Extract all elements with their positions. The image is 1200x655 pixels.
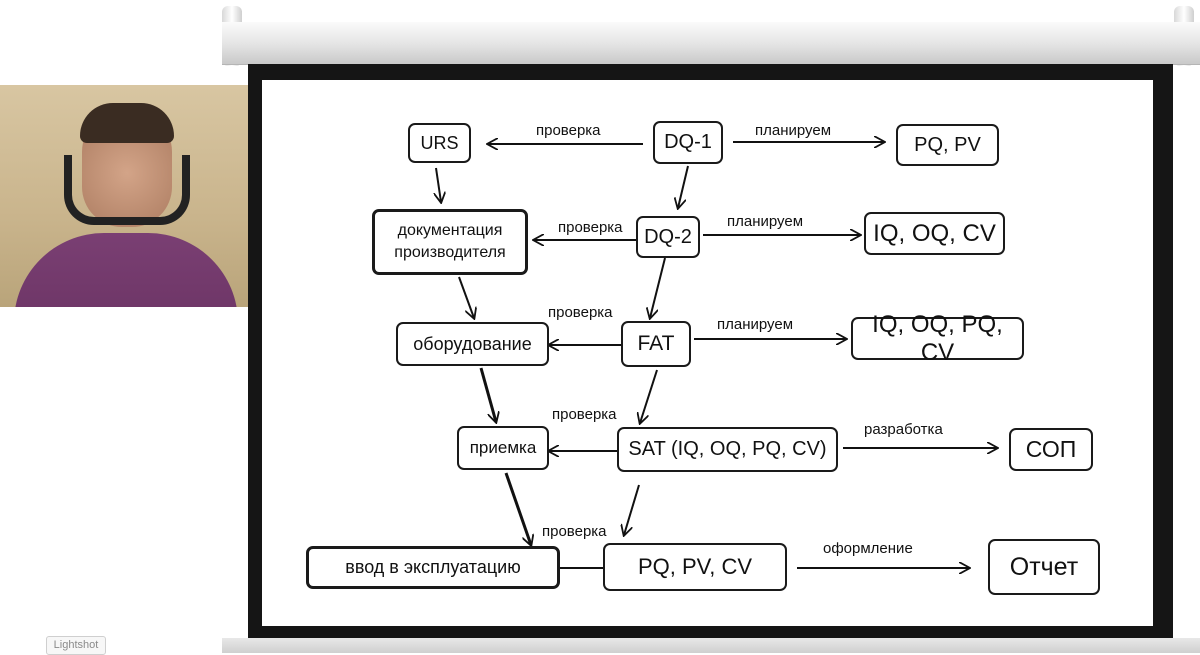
node-fat-label: FAT — [637, 332, 675, 355]
edge-label-dq2-to-docs: проверка — [558, 219, 623, 236]
node-pq-pv-cv-label: PQ, PV, CV — [637, 554, 753, 579]
node-manufacturer-docs: документация производителя — [372, 209, 528, 275]
edge-label-dq1-to-urs: проверка — [536, 122, 601, 139]
node-sat-label: SAT (IQ, OQ, PQ, CV) — [628, 438, 827, 460]
arrow-dq2-to-fat — [650, 257, 666, 318]
edge-label-sat-to-acceptance: проверка — [552, 406, 617, 423]
arrow-fat-to-sat — [640, 369, 658, 423]
edge-label-pqpvcv-to-report: оформление — [823, 540, 913, 557]
edge-label-pqpvcv-to-commissioning: проверка — [542, 523, 607, 540]
webcam-video — [0, 85, 248, 307]
node-dq1: DQ-1 — [653, 121, 723, 164]
projector-screen-roller — [222, 22, 1200, 65]
node-sop-label: СОП — [1025, 436, 1077, 462]
node-acceptance: приемка — [457, 426, 549, 470]
node-fat: FAT — [621, 321, 691, 367]
presenter-hair — [80, 103, 174, 143]
node-iq-oq-pq-cv-label: IQ, OQ, PQ, CV — [872, 310, 1003, 366]
arrow-equipment-to-acceptance — [479, 367, 496, 422]
node-urs-label: URS — [420, 132, 459, 153]
node-equipment: оборудование — [396, 322, 549, 366]
node-report: Отчет — [988, 539, 1100, 595]
projector-screen-bottom-bar — [222, 638, 1200, 653]
node-iq-oq-cv: IQ, OQ, CV — [864, 212, 1005, 255]
node-commissioning: ввод в эксплуатацию — [306, 546, 560, 589]
node-urs: URS — [408, 123, 471, 163]
edge-label-dq2-to-iqoqcv: планируем — [727, 213, 804, 230]
node-report-label: Отчет — [1009, 552, 1079, 581]
node-iq-oq-cv-label: IQ, OQ, CV — [873, 219, 996, 247]
arrow-docs-to-equipment — [458, 276, 474, 318]
edge-label-fat-to-iqoqpqcv: планируем — [717, 316, 794, 333]
node-dq2-label: DQ-2 — [644, 225, 692, 248]
node-equipment-label: оборудование — [413, 333, 532, 354]
node-pq-pv-cv: PQ, PV, CV — [603, 543, 787, 591]
node-commissioning-label: ввод в эксплуатацию — [345, 557, 521, 577]
arrow-dq1-to-dq2 — [678, 165, 689, 208]
node-pq-pv: PQ, PV — [896, 124, 999, 166]
edge-label-dq1-to-pqpv: планируем — [755, 122, 832, 139]
node-manufacturer-docs-label: документация производителя — [394, 221, 506, 261]
arrow-acceptance-to-commissioning — [504, 472, 531, 545]
node-dq1-label: DQ-1 — [664, 131, 712, 153]
node-acceptance-label: приемка — [469, 438, 537, 457]
arrow-urs-to-docs — [436, 167, 441, 202]
arrow-sat-to-pqpvcv — [624, 484, 640, 535]
lightshot-watermark: Lightshot — [46, 636, 106, 655]
edge-label-sat-to-sop: разработка — [864, 421, 943, 438]
node-sat: SAT (IQ, OQ, PQ, CV) — [617, 427, 838, 472]
node-dq2: DQ-2 — [636, 216, 700, 258]
node-iq-oq-pq-cv: IQ, OQ, PQ, CV — [851, 311, 1024, 366]
node-sop: СОП — [1009, 428, 1093, 471]
node-pq-pv-label: PQ, PV — [914, 133, 981, 156]
headset-icon — [64, 155, 190, 225]
edge-label-fat-to-equipment: проверка — [548, 304, 613, 321]
